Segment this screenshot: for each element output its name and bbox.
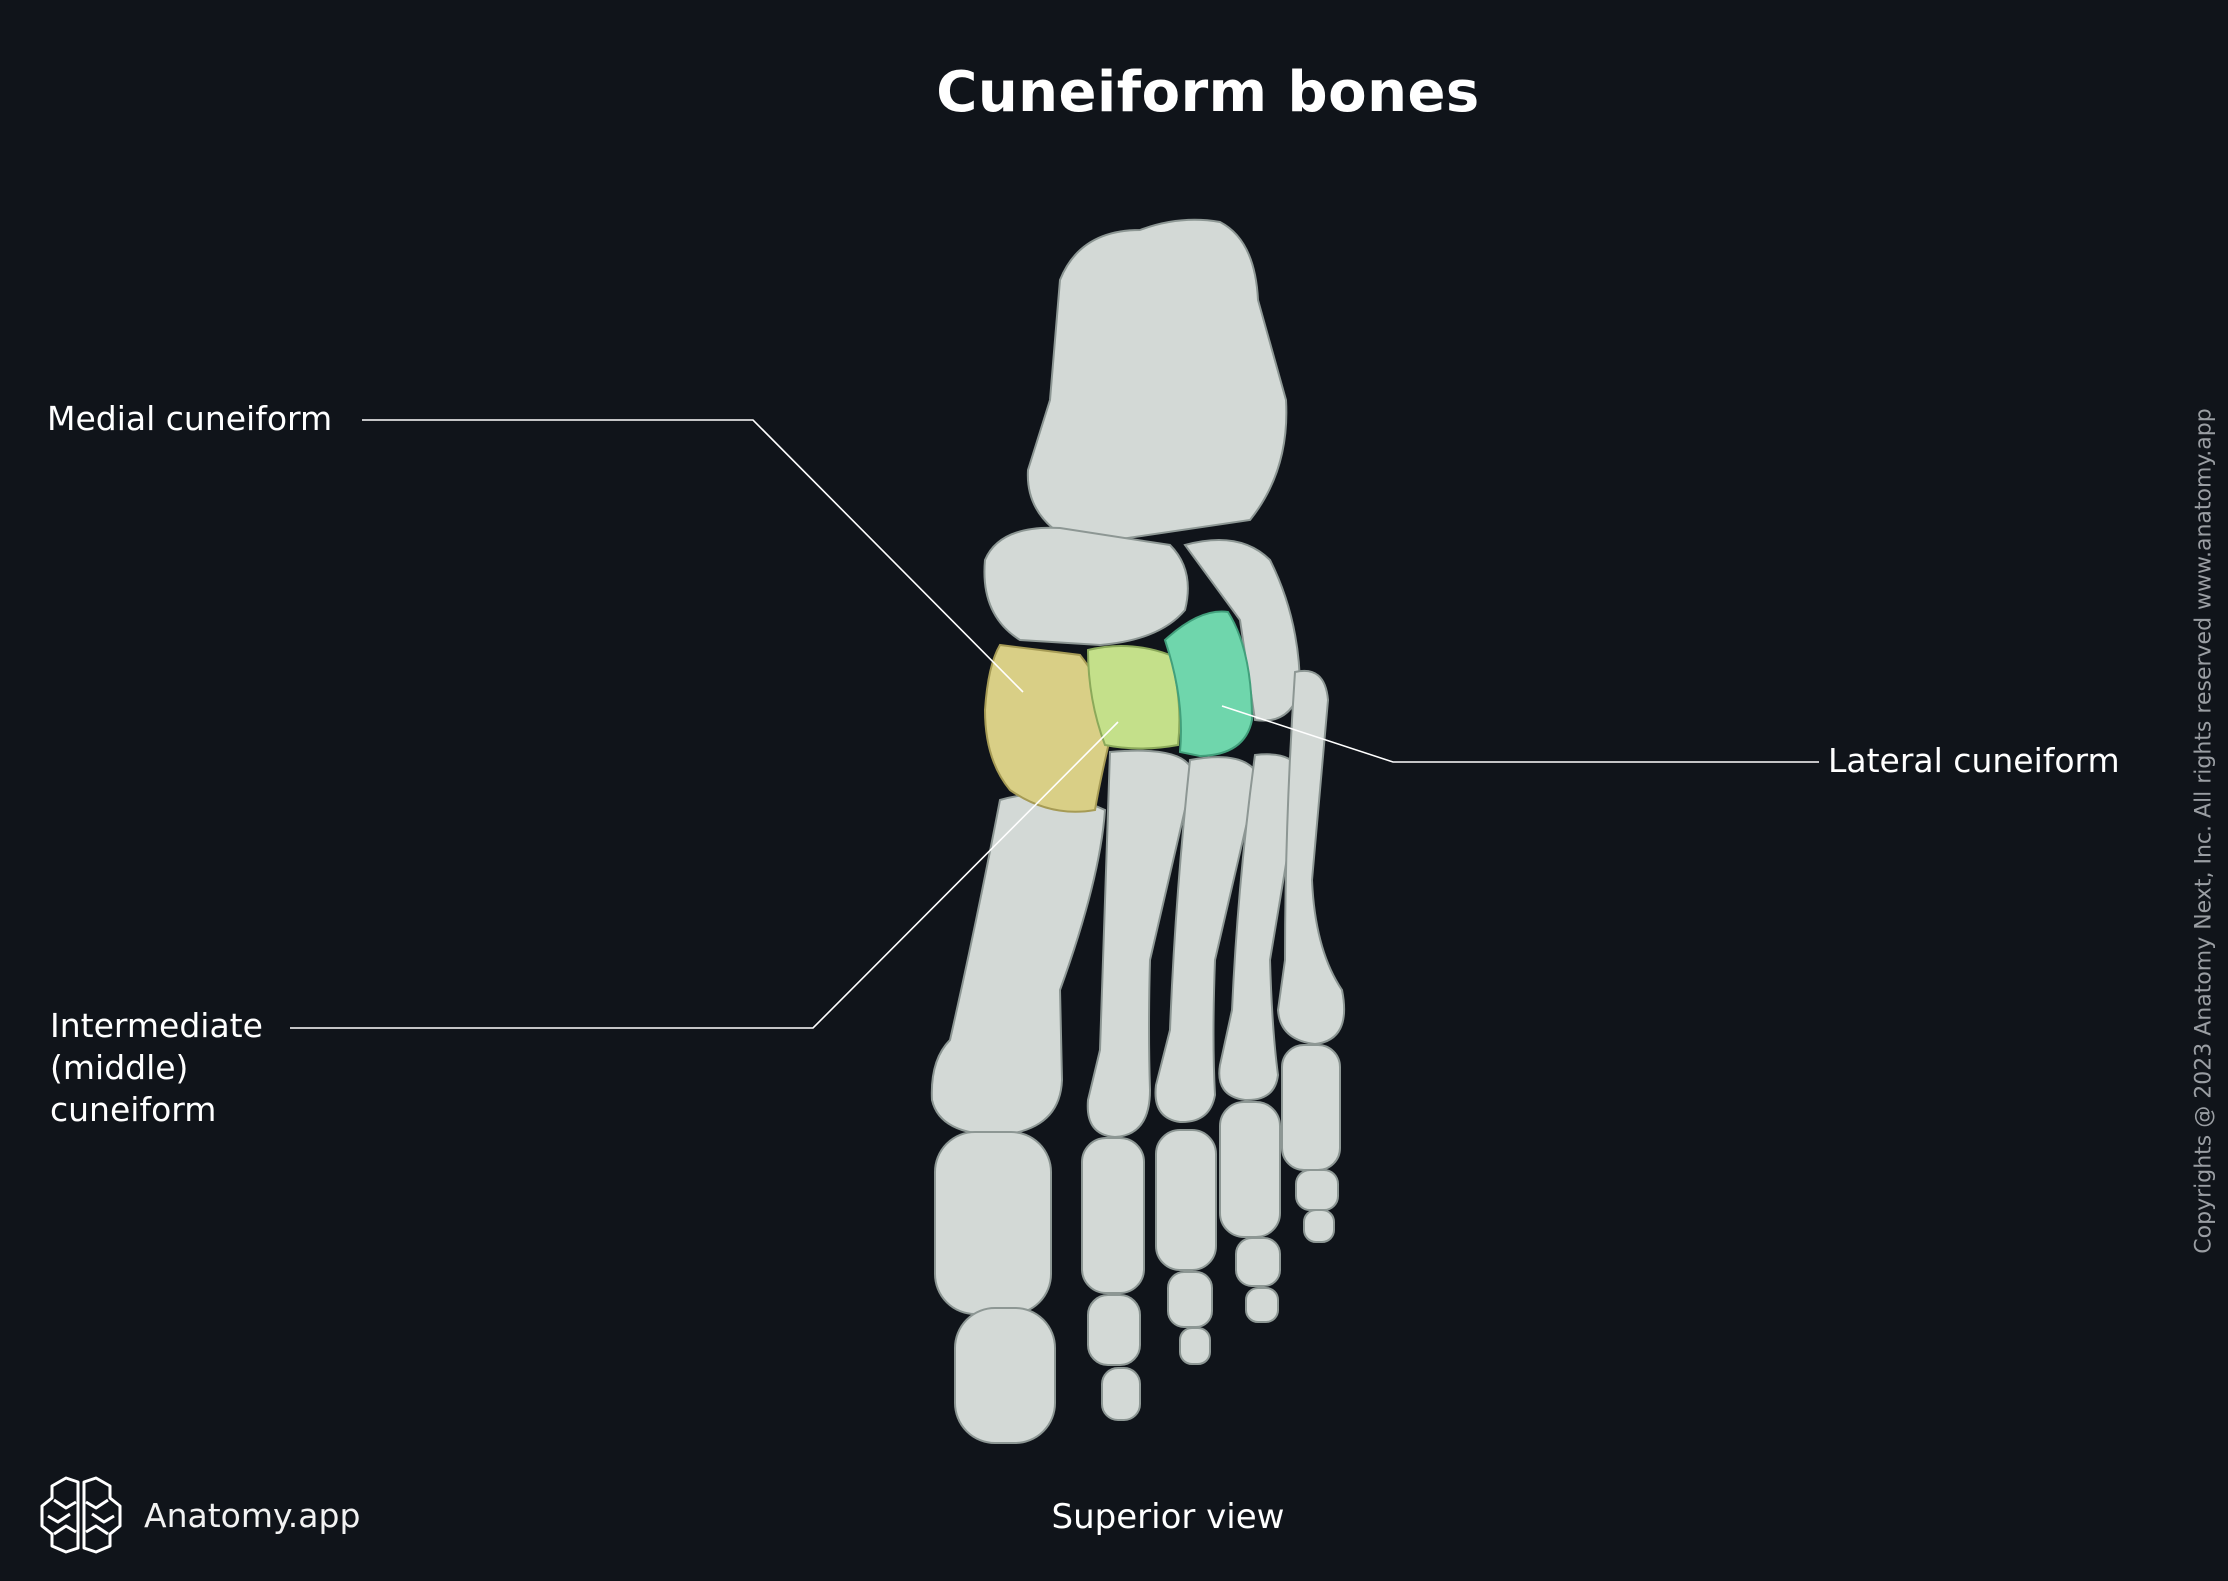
- toe3-middle-phalanx: [1167, 1271, 1213, 1328]
- toe5-distal-phalanx: [1303, 1209, 1335, 1243]
- toe2-proximal-phalanx: [1081, 1137, 1145, 1294]
- intermediate-cuneiform-bone: [1086, 645, 1181, 750]
- toe5-proximal-phalanx: [1281, 1044, 1341, 1171]
- label-line: Intermediate: [50, 1006, 263, 1045]
- big-toe-distal-phalanx: [954, 1307, 1056, 1444]
- medial-leader-line: [362, 419, 1024, 693]
- label-intermediate-cuneiform: Intermediate (middle) cuneiform: [50, 1005, 263, 1131]
- toe5-middle-phalanx: [1295, 1169, 1339, 1211]
- toe3-proximal-phalanx: [1155, 1129, 1217, 1271]
- brand-name: Anatomy.app: [144, 1496, 361, 1535]
- navicular-bone: [983, 526, 1189, 647]
- cuboid-bone: [1183, 539, 1302, 722]
- talus-bone: [1026, 218, 1288, 547]
- label-line: cuneiform: [50, 1090, 217, 1129]
- metatarsal-5: [1276, 669, 1346, 1046]
- big-toe-proximal-phalanx: [934, 1131, 1052, 1315]
- toe2-distal-phalanx: [1101, 1367, 1141, 1421]
- toe4-middle-phalanx: [1235, 1237, 1281, 1287]
- intermediate-leader-line: [290, 721, 1119, 1029]
- metatarsal-1: [930, 793, 1107, 1137]
- view-caption: Superior view: [1051, 1497, 1285, 1537]
- lateral-leader-line: [1221, 705, 1819, 763]
- lateral-cuneiform-bone: [1163, 610, 1254, 758]
- toe2-middle-phalanx: [1087, 1294, 1141, 1366]
- label-line: (middle): [50, 1048, 189, 1087]
- toe4-distal-phalanx: [1245, 1287, 1279, 1323]
- label-medial-cuneiform: Medial cuneiform: [47, 399, 333, 438]
- brain-icon: [40, 1476, 122, 1554]
- page-title: Cuneiform bones: [936, 60, 1480, 125]
- toe4-proximal-phalanx: [1219, 1101, 1281, 1238]
- copyright-text: Copyrights @ 2023 Anatomy Next, Inc. All…: [2191, 408, 2217, 1254]
- toe3-distal-phalanx: [1179, 1327, 1211, 1365]
- label-lateral-cuneiform: Lateral cuneiform: [1828, 741, 2120, 780]
